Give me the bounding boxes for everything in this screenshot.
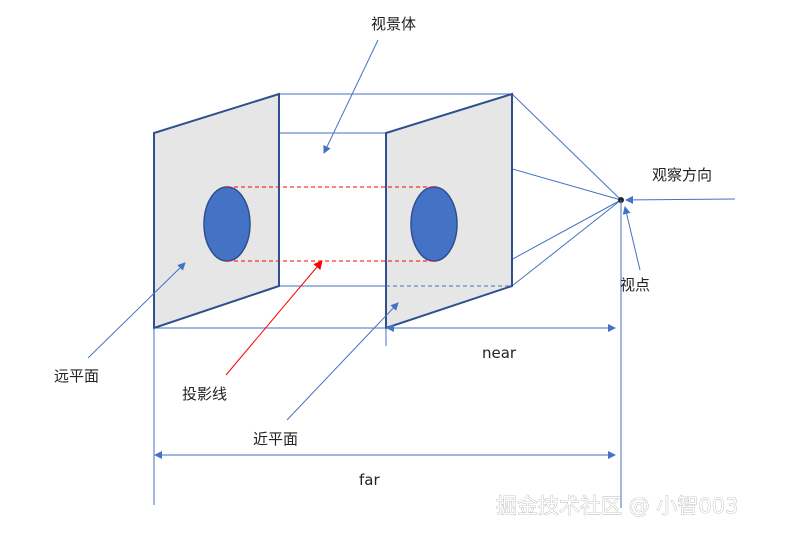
callout-arrows [87, 39, 641, 421]
watermark: 掘金技术社区 @ 小智003 [496, 494, 738, 518]
projection-line-pointer [225, 260, 323, 376]
observe-direction-label: 观察方向 [652, 166, 712, 184]
viewpoint-pointer [622, 206, 641, 271]
near-plane-label: 近平面 [253, 430, 298, 448]
sight-line-bottom-back [511, 199, 622, 287]
view-volume-label: 视景体 [371, 15, 416, 33]
far-plane-ellipse [203, 186, 251, 262]
near-plane-ellipse [410, 186, 458, 262]
far-plane-label: 远平面 [54, 367, 99, 385]
near-dimension-arrowhead-left [386, 324, 394, 332]
observe-direction-arrow [625, 195, 736, 204]
dimensions [153, 200, 622, 508]
view-volume-pointer [323, 39, 379, 154]
viewpoint-label: 视点 [620, 276, 650, 294]
projection-line-label: 投影线 [182, 385, 227, 403]
sight-line-top-back [511, 93, 622, 201]
far-plane-pointer [87, 262, 186, 359]
far-dimension-arrowhead-left [154, 451, 162, 459]
far-label: far [359, 471, 380, 489]
near-plane-pointer [286, 302, 399, 421]
near-label: near [482, 344, 517, 362]
